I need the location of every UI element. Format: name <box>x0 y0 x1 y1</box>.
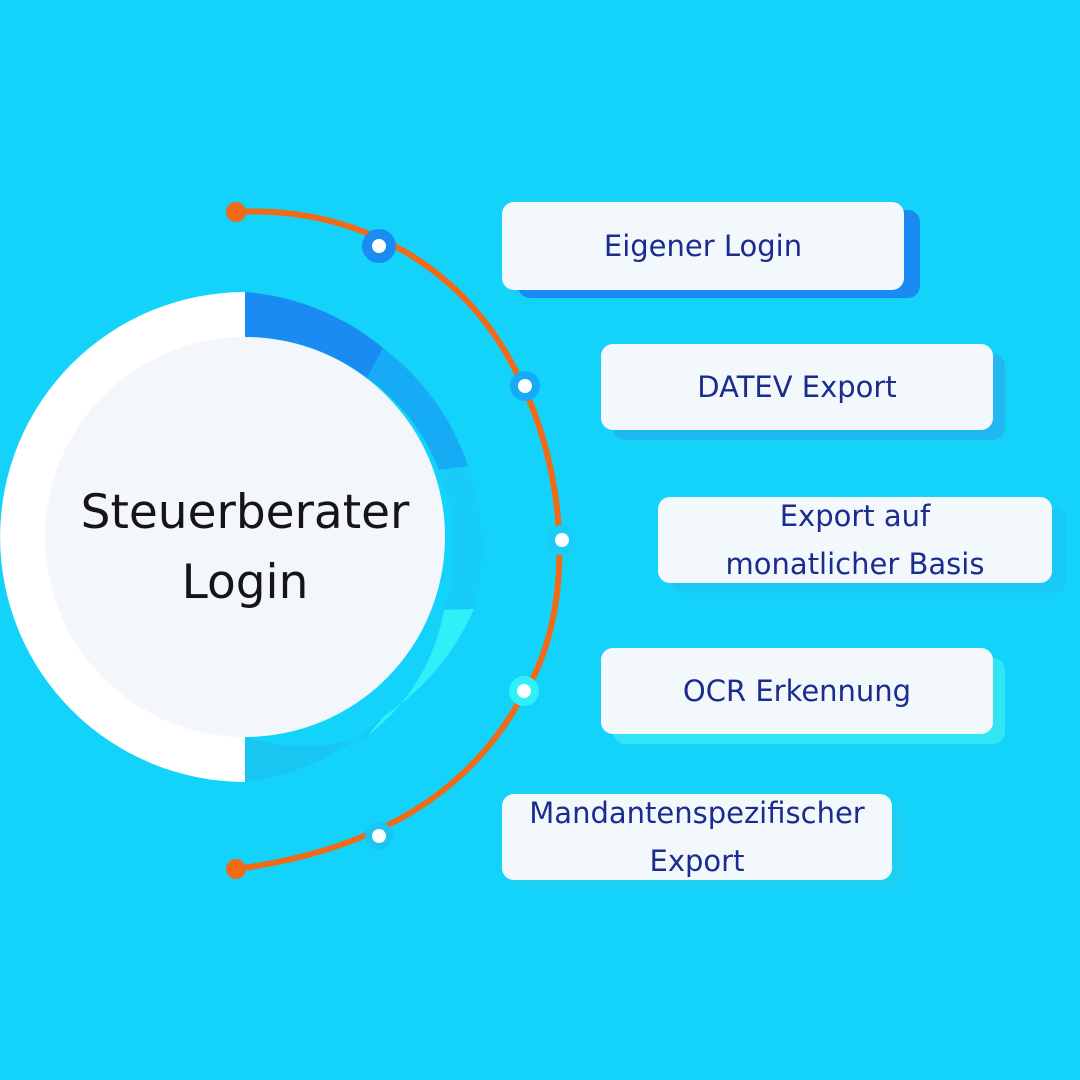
node-1 <box>362 229 396 263</box>
center-title-line-2: Login <box>181 555 309 610</box>
ring-segment-3 <box>439 466 482 610</box>
feature-card-eigener-login: Eigener Login <box>502 202 904 290</box>
node-2 <box>510 371 540 401</box>
arc-end-top <box>226 202 246 222</box>
feature-label-line-2: monatlicher Basis <box>725 547 985 581</box>
feature-label: Eigener Login <box>603 229 803 263</box>
center-title: Steuerberater Login <box>60 478 430 618</box>
feature-label-line-1: Mandantenspezifischer <box>529 796 865 830</box>
feature-label-line-1: Export auf <box>779 499 931 533</box>
feature-label: DATEV Export <box>697 370 897 404</box>
center-title-line-1: Steuerberater <box>80 485 410 540</box>
node-4 <box>509 676 539 706</box>
node-5 <box>365 822 393 850</box>
feature-label-line-2: Export <box>649 844 745 878</box>
ring-segment-1 <box>245 292 383 378</box>
feature-card-mandantenspezifisch: Mandantenspezifischer Export <box>502 794 892 880</box>
feature-card-datev-export: DATEV Export <box>601 344 993 430</box>
ring-segment-4 <box>367 609 474 736</box>
feature-label: OCR Erkennung <box>682 674 912 708</box>
node-3 <box>547 525 577 555</box>
ring-segment-2 <box>367 348 468 470</box>
feature-card-ocr-erkennung: OCR Erkennung <box>601 648 993 734</box>
feature-card-export-monatlich: Export auf monatlicher Basis <box>658 497 1052 583</box>
inner-disc <box>45 337 445 737</box>
arc-end-bottom <box>226 859 246 879</box>
ring-segment-5 <box>245 716 384 782</box>
